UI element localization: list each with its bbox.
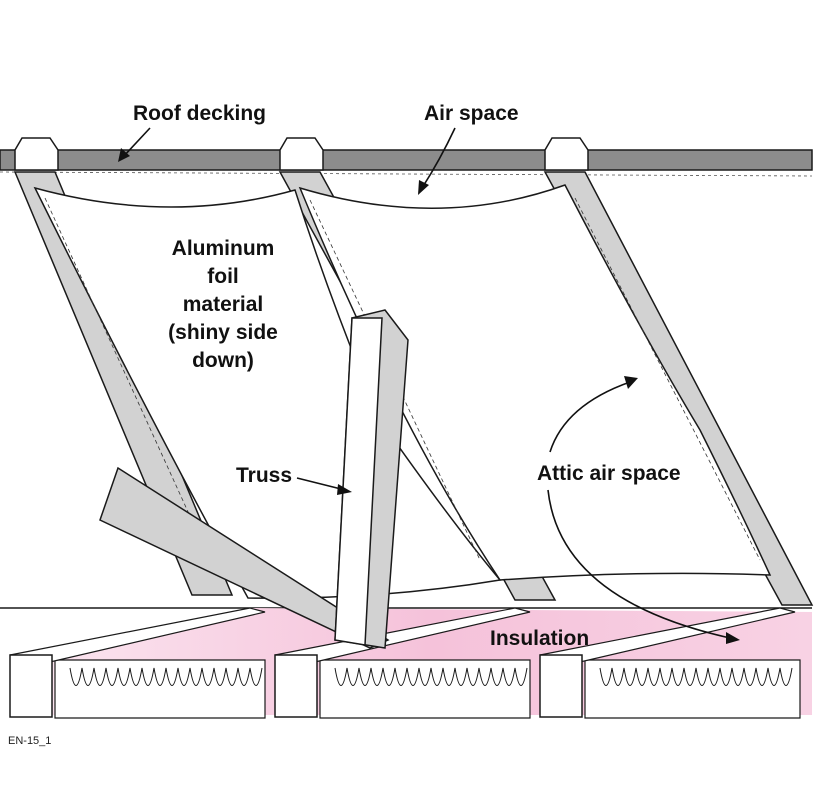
label-attic-air-space: Attic air space (537, 462, 681, 485)
label-truss: Truss (236, 464, 292, 487)
rafter-right-end (544, 137, 589, 171)
roof-decking-arrow (121, 127, 151, 159)
attic-down-arrow (547, 489, 731, 639)
decking-underside-dash (0, 171, 813, 177)
insulation-batt-3 (584, 659, 801, 719)
label-foil-line2: foil (207, 265, 239, 288)
attic-up-arrow (549, 381, 631, 453)
insulation (9, 607, 812, 719)
truss-arrowhead (337, 484, 352, 495)
air-space-arrow (421, 127, 456, 189)
insulation-loops-1 (69, 667, 263, 686)
foil-sheet-right (298, 184, 772, 581)
foil-dash-right (574, 197, 761, 561)
insulation-loops-2 (334, 667, 528, 686)
joist-end-1 (9, 654, 53, 718)
label-foil-line4: (shiny side (168, 321, 278, 344)
foil-dash-left (44, 197, 211, 561)
joist-end-3 (539, 654, 583, 718)
insulation-loops-3 (599, 667, 793, 686)
figure-code: EN-15_1 (8, 735, 51, 747)
label-foil-line5: down) (192, 349, 254, 372)
label-roof-decking: Roof decking (133, 102, 266, 125)
insulation-batt-2 (319, 659, 531, 719)
rafter-middle-end (279, 137, 324, 171)
attic-down-arrowhead (726, 632, 740, 644)
label-insulation: Insulation (490, 627, 589, 650)
truss (99, 309, 409, 649)
leader-arrows (118, 127, 740, 644)
attic-up-arrowhead (624, 376, 638, 389)
label-foil-line3: material (183, 293, 264, 316)
rafter-left (13, 171, 234, 596)
insulation-batt-1 (54, 659, 266, 719)
air-space-arrowhead (418, 180, 429, 195)
truss-diagonal-brace (99, 466, 390, 649)
truss-arrow (296, 477, 346, 491)
truss-vertical-face (334, 317, 383, 646)
joist-end-2 (274, 654, 318, 718)
label-foil-line1: Aluminum (172, 237, 275, 260)
roof-decking (0, 149, 813, 171)
label-air-space: Air space (424, 102, 519, 125)
roof-decking-arrowhead (118, 148, 130, 162)
rafter-left-end (14, 137, 59, 171)
